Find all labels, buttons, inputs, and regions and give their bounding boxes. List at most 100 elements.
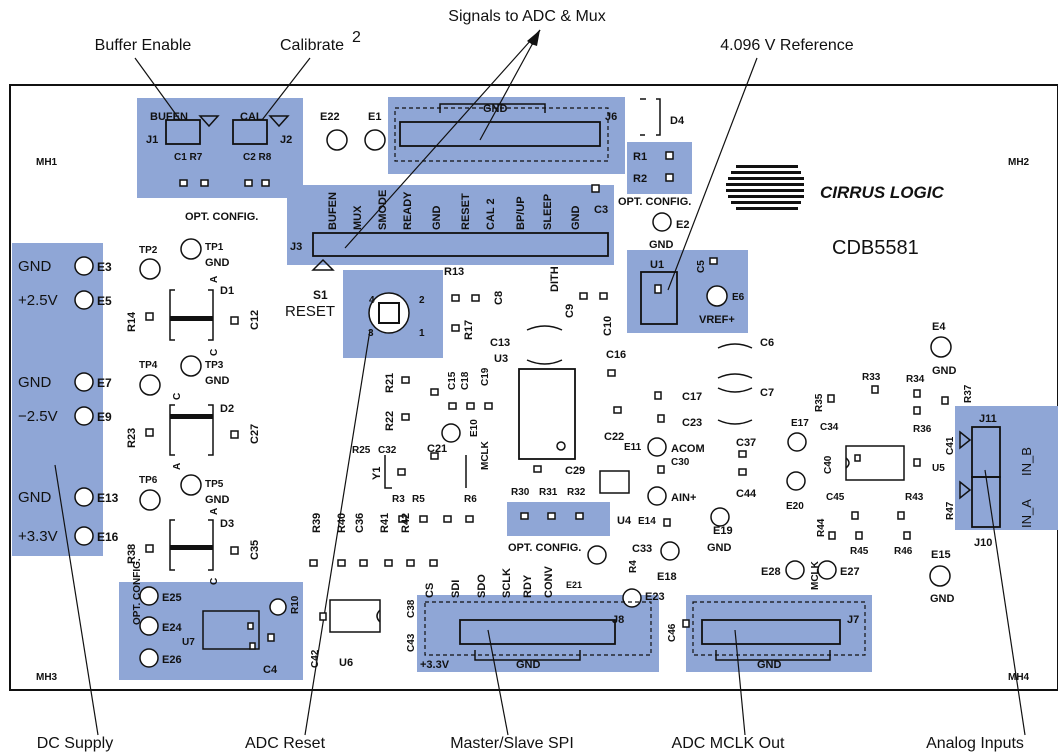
capacitor-c23: C23	[682, 417, 702, 429]
capacitor-c38: C38	[406, 599, 417, 618]
resistor-r46: R46	[894, 546, 913, 557]
test-point-e22[interactable]: E22	[320, 111, 348, 151]
svg-text:J1: J1	[146, 134, 158, 146]
test-point-e21[interactable]: E21	[566, 545, 607, 590]
pad	[451, 324, 460, 332]
header-j8[interactable]: CS SDI SDO SCLK RDY CONV J8 +3.3V GND	[420, 566, 652, 671]
test-point-e28[interactable]: E28	[761, 560, 805, 580]
pad	[897, 511, 905, 520]
svg-text:E13: E13	[97, 491, 119, 505]
svg-text:IN_A: IN_A	[1019, 499, 1034, 528]
svg-text:AIN+: AIN+	[671, 492, 696, 504]
reset-switch-s1[interactable]: S1 RESET 4 2 3 1	[285, 288, 425, 339]
resistor-r47: R47	[945, 501, 956, 520]
svg-text:MCLK: MCLK	[480, 440, 491, 470]
test-point-e10[interactable]: E10 MCLK	[441, 419, 491, 470]
test-point-e15[interactable]: E15 GND	[929, 549, 955, 605]
test-point-tp4[interactable]: TP4	[139, 360, 161, 396]
analog-input-region	[955, 406, 1058, 530]
power-terminal-e5[interactable]: +2.5V E5	[18, 290, 112, 310]
header-j7[interactable]: C46 J7 GND	[667, 601, 866, 671]
pad	[406, 559, 415, 567]
svg-text:J2: J2	[280, 134, 292, 146]
capacitor-c33: C33	[632, 543, 652, 555]
capacitor-c42: C42	[310, 649, 321, 668]
test-point-tp1[interactable]: TP1 GND	[180, 238, 230, 269]
svg-text:CIRRUS LOGIC: CIRRUS LOGIC	[820, 183, 944, 202]
jumper-j1[interactable]: BUFEN J1 C1 R7	[146, 111, 220, 187]
svg-text:A: A	[209, 508, 220, 515]
power-terminal-e9[interactable]: −2.5V E9	[18, 406, 112, 426]
pad	[738, 468, 747, 476]
svg-text:J11: J11	[979, 413, 997, 425]
svg-text:+3.3V: +3.3V	[18, 528, 58, 545]
svg-text:E7: E7	[97, 376, 112, 390]
svg-text:OPT. CONFIG.: OPT. CONFIG.	[132, 558, 143, 625]
svg-text:C46: C46	[667, 623, 678, 642]
svg-text:1: 1	[419, 328, 425, 339]
ic-u6: U6	[329, 599, 381, 669]
svg-text:D3: D3	[220, 518, 234, 530]
pad	[657, 414, 665, 423]
header-region-j3	[287, 185, 614, 265]
resistor-r6: R6	[464, 494, 477, 505]
test-point-e6[interactable]: E6 VREF+	[699, 285, 745, 326]
svg-text:4: 4	[369, 295, 375, 306]
power-terminal-e13[interactable]: GND E13	[18, 487, 119, 507]
test-point-e14[interactable]: AIN+ E14	[638, 486, 696, 527]
opt-config-label: OPT. CONFIG.	[508, 542, 581, 554]
callout-calibrate-note: 2	[352, 29, 361, 46]
callout-signals-to-adc-mux: Signals to ADC & Mux	[448, 8, 605, 25]
svg-text:R38: R38	[126, 544, 138, 564]
test-point-tp5[interactable]: TP5 GND	[180, 474, 230, 506]
svg-text:J10: J10	[974, 537, 992, 549]
test-point-e1[interactable]: E1	[364, 111, 386, 151]
svg-text:D1: D1	[220, 285, 234, 297]
power-terminal-e16[interactable]: +3.3V E16	[18, 526, 119, 546]
power-terminal-e3[interactable]: GND E3	[18, 256, 112, 276]
test-point-e27[interactable]: E27	[817, 560, 860, 580]
ic-u5: C40 U5	[823, 445, 945, 481]
capacitor-c15: C15	[447, 371, 458, 390]
svg-text:R23: R23	[126, 428, 138, 448]
svg-text:TP2: TP2	[139, 245, 158, 256]
test-point-tp3[interactable]: TP3 GND	[180, 355, 230, 387]
test-point-e19[interactable]: E19 GND	[707, 507, 733, 554]
spi-header-region	[417, 595, 659, 672]
header-j11[interactable]: J11 IN_B	[959, 413, 1034, 478]
test-point-e17[interactable]	[787, 432, 807, 452]
svg-text:E6: E6	[732, 292, 745, 303]
board-model-label: CDB5581	[832, 237, 919, 259]
test-point-e4[interactable]: E4 GND	[930, 321, 957, 377]
svg-text:E18: E18	[657, 571, 677, 583]
opt-config-side-block: OPT. CONFIG. E25 E24 E26 U7 R10 C4	[132, 558, 301, 676]
reference-region	[627, 250, 748, 333]
pad	[871, 385, 879, 394]
test-point-tp2[interactable]: TP2	[139, 245, 161, 280]
svg-text:GND: GND	[18, 374, 52, 391]
svg-text:TP4: TP4	[139, 360, 158, 371]
jumper-j2[interactable]: CAL J2 C2 R8	[232, 111, 292, 187]
pad	[827, 394, 835, 403]
svg-text:GND: GND	[18, 258, 52, 275]
header-j6[interactable]: GND J6	[394, 103, 617, 162]
svg-text:R30: R30	[511, 487, 530, 498]
svg-text:TP3: TP3	[205, 360, 224, 371]
test-point-e20[interactable]: E20	[786, 471, 806, 512]
header-j3[interactable]: J3 BUFEN MUX SMODE READY GND RESET CAL 2…	[290, 184, 609, 271]
svg-text:E14: E14	[638, 516, 656, 527]
header-j10[interactable]: IN_A J10	[959, 476, 1034, 549]
svg-text:GND: GND	[516, 659, 541, 671]
svg-text:SDI: SDI	[450, 580, 462, 598]
power-terminal-e7[interactable]: GND E7	[18, 372, 112, 392]
callout-adc-reset: ADC Reset	[245, 735, 326, 752]
test-point-e11[interactable]: E11 ACOM C30	[624, 437, 705, 468]
test-point-e18[interactable]: E18	[657, 541, 680, 583]
pad	[913, 406, 921, 415]
pad	[851, 511, 859, 520]
resistor-r4: R4	[628, 560, 639, 573]
test-point-e2[interactable]: E2 GND	[649, 212, 689, 251]
svg-text:E24: E24	[162, 622, 182, 634]
test-point-tp6[interactable]: TP6	[139, 475, 161, 511]
resistor-r35: R35	[814, 393, 825, 412]
